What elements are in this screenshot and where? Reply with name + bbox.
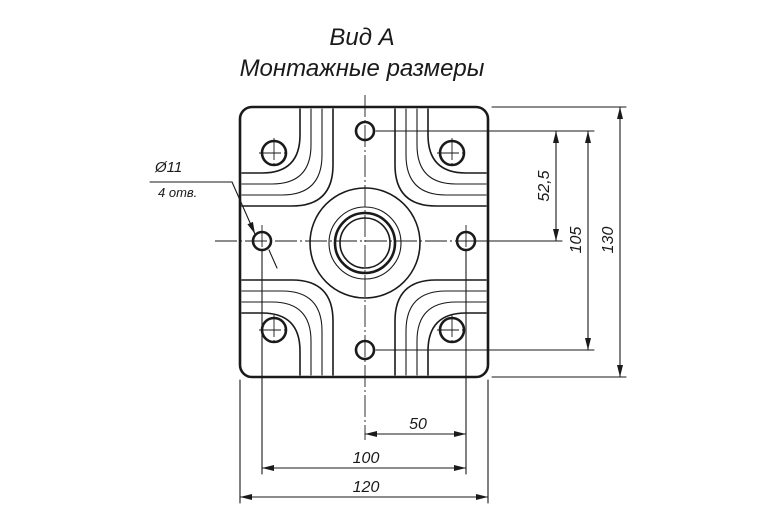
hole-count-label: 4 отв. (158, 185, 197, 200)
dim-52-5-label: 52,5 (536, 170, 553, 201)
dim-130-label: 130 (600, 227, 617, 254)
dim-105-label: 105 (568, 227, 585, 254)
view-title: Вид А (329, 24, 394, 51)
vertical-dimensions (375, 106, 627, 378)
view-subtitle: Монтажные размеры (240, 55, 485, 82)
plate-outline (238, 105, 490, 379)
hole-diameter-label: Ø11 (154, 159, 182, 176)
groove-top-right (394, 108, 487, 207)
hole-callout-leader (149, 181, 278, 269)
dim-50-label: 50 (409, 416, 427, 433)
groove-top-left (241, 108, 334, 207)
groove-bottom-left (241, 279, 334, 376)
dim-120-label: 120 (353, 479, 380, 496)
horizontal-dimensions (239, 249, 489, 504)
dim-100-label: 100 (353, 450, 380, 467)
